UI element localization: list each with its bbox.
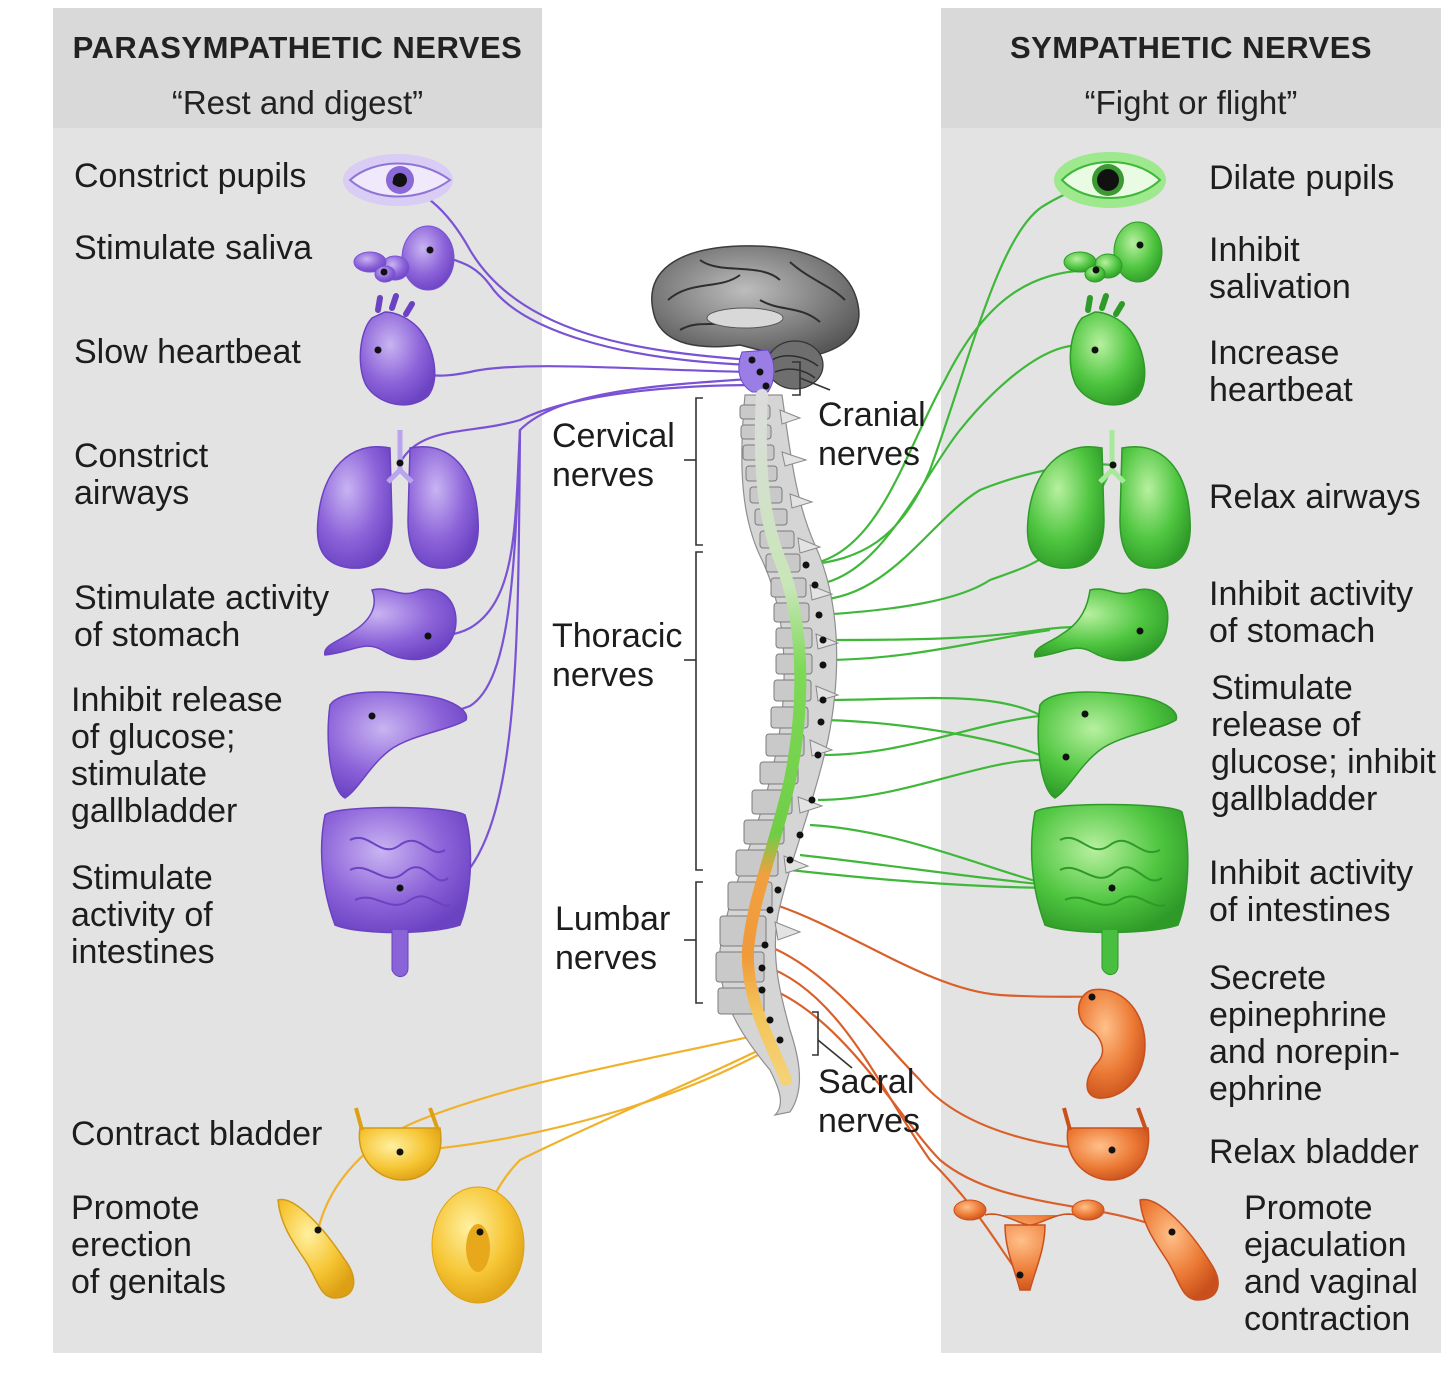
para-intestines-icon (320, 806, 472, 977)
para-label-pupils: Constrict pupils (74, 157, 307, 195)
para-liver-icon (327, 691, 468, 799)
para-label-stomach: Stimulate activity of stomach (74, 579, 330, 654)
sympathetic-title: SYMPATHETIC NERVES (1009, 30, 1373, 65)
symp-stomach-icon (1034, 588, 1169, 662)
thoracic-nerves-label: Thoracic nerves (552, 617, 683, 694)
sympathetic-subtitle: “Fight or flight” (1084, 84, 1298, 121)
para-label-airways: Constrict airways (74, 437, 209, 512)
para-label-bladder: Contract bladder (71, 1115, 323, 1153)
sympathetic-panel (941, 8, 1441, 1353)
cervical-nerves-label: Cervical nerves (552, 417, 675, 494)
para-label-heartbeat: Slow heartbeat (74, 333, 301, 371)
para-bladder-icon (354, 1107, 442, 1181)
symp-label-stomach: Inhibit activity of stomach (1209, 575, 1414, 650)
sympathetic-header: SYMPATHETIC NERVES “Fight or flight” (941, 8, 1441, 128)
para-salivary-gland-icon (353, 225, 455, 291)
symp-label-intestines: Inhibit activity of intestines (1209, 854, 1414, 929)
para-label-saliva: Stimulate saliva (74, 229, 313, 267)
para-label-intestines: Stimulate activity of intestines (71, 859, 215, 971)
spinal-column-icon (715, 389, 840, 1116)
symp-label-salivation: Inhibit salivation (1209, 231, 1351, 306)
sacral-nerves-label: Sacral nerves (818, 1063, 921, 1140)
symp-liver-icon (1037, 691, 1178, 799)
symp-intestines-icon (1030, 803, 1189, 975)
parasympathetic-header: PARASYMPATHETIC NERVES “Rest and digest” (53, 8, 542, 128)
symp-label-glucose: Stimulate release of glucose; inhibit ga… (1211, 669, 1436, 818)
parasympathetic-title: PARASYMPATHETIC NERVES (72, 30, 523, 65)
parasympathetic-subtitle: “Rest and digest” (171, 84, 424, 121)
para-genitals-icon (277, 1186, 525, 1304)
lumbar-nerves-label: Lumbar nerves (555, 900, 671, 977)
symp-lungs-icon (1026, 430, 1191, 569)
para-lungs-icon (316, 430, 479, 569)
symp-eye-icon (1054, 152, 1166, 208)
symp-heart-icon (1069, 293, 1146, 406)
para-stomach-icon (324, 588, 457, 661)
symp-bladder-icon (1062, 1107, 1150, 1181)
ganglion-dots (748, 356, 827, 1044)
symp-reproductive-organs-icon (953, 1198, 1219, 1301)
sympathetic-lumbar-nerve-paths (759, 903, 1173, 1276)
symp-label-reproductive: Promote ejaculation and vaginal contract… (1244, 1189, 1418, 1338)
symp-label-pupils: Dilate pupils (1209, 159, 1395, 197)
organ-target-dots (314, 178, 1176, 1279)
para-heart-icon (359, 293, 436, 406)
para-label-genitals: Promote erection of genitals (71, 1189, 226, 1301)
parasympathetic-panel (53, 8, 542, 1353)
symp-label-airways: Relax airways (1209, 478, 1421, 516)
symp-label-epinephrine: Secrete epinephrine and norepin- ephrine (1209, 959, 1400, 1108)
symp-adrenal-kidney-icon (1078, 988, 1146, 1099)
brain-icon (651, 245, 860, 393)
symp-salivary-gland-icon (1063, 221, 1163, 283)
para-label-glucose: Inhibit release of glucose; stimulate ga… (71, 681, 283, 830)
segment-brackets (684, 361, 853, 1069)
symp-label-heartbeat: Increase heartbeat (1209, 334, 1353, 409)
cranial-nerves-label: Cranial nerves (818, 396, 926, 473)
symp-label-bladder: Relax bladder (1209, 1133, 1419, 1171)
